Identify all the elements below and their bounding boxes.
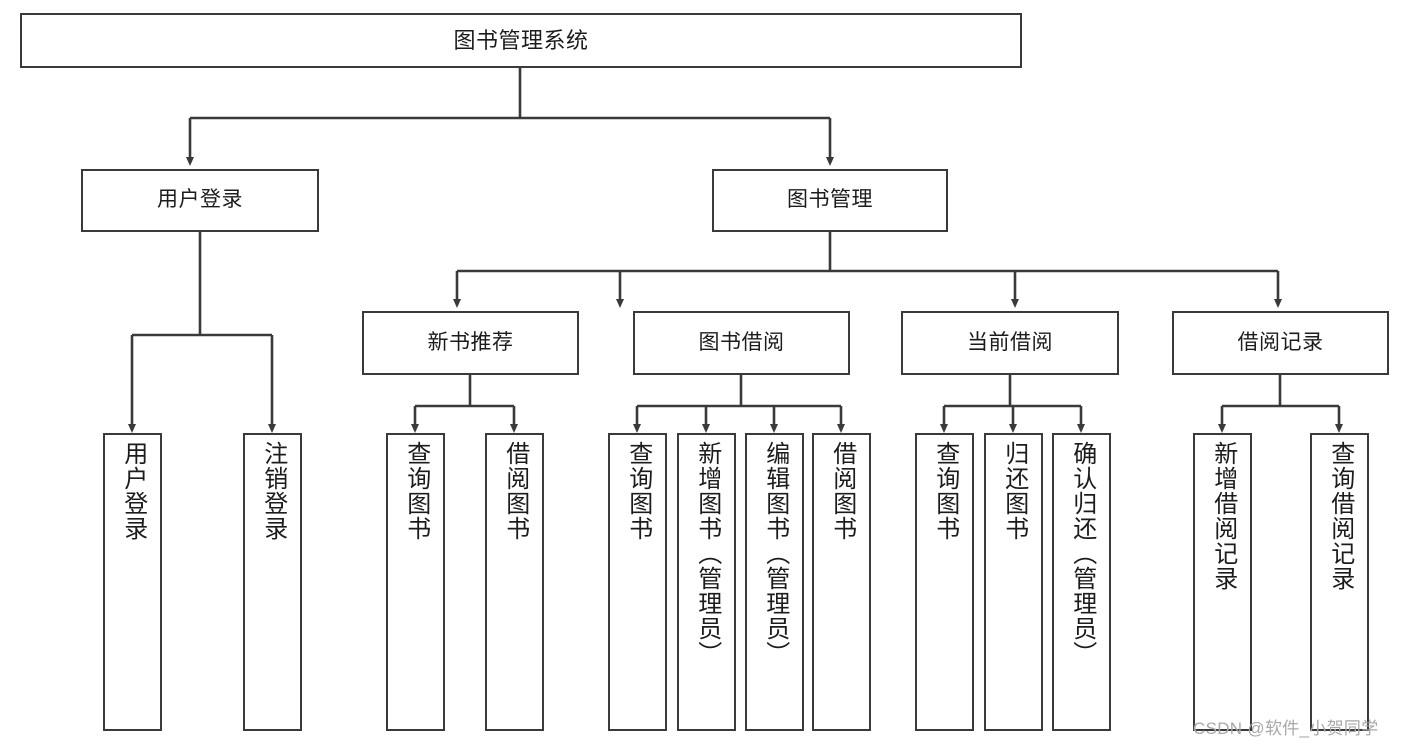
node-label: 查询图书 — [402, 441, 430, 541]
node-label: 借阅图书 — [828, 441, 856, 541]
node-label: 借阅图书 — [501, 441, 529, 541]
leaf-query-book-current[interactable]: 查询图书 — [915, 433, 974, 731]
node-label: 查询图书 — [624, 441, 652, 541]
node-current-borrow[interactable]: 当前借阅 — [901, 311, 1119, 375]
node-label: 查询借阅记录 — [1326, 441, 1354, 591]
leaf-confirm-return[interactable]: 确认归还（管理员） — [1052, 433, 1111, 731]
leaf-logout-login[interactable]: 注销登录 — [243, 433, 302, 731]
node-book-borrow[interactable]: 图书借阅 — [633, 311, 850, 375]
node-label: 用户登录 — [157, 188, 243, 212]
node-book-management[interactable]: 图书管理 — [712, 169, 948, 232]
leaf-return-book[interactable]: 归还图书 — [984, 433, 1043, 731]
node-new-book-recommend[interactable]: 新书推荐 — [362, 311, 579, 375]
node-label: 新增图书（管理员） — [693, 441, 721, 666]
leaf-borrow-book-recommend[interactable]: 借阅图书 — [485, 433, 544, 731]
node-label: 借阅记录 — [1237, 330, 1324, 354]
leaf-add-borrow-record[interactable]: 新增借阅记录 — [1193, 433, 1252, 731]
node-borrow-record[interactable]: 借阅记录 — [1172, 311, 1389, 375]
node-label: 查询图书 — [931, 441, 959, 541]
node-label: 归还图书 — [1000, 441, 1028, 541]
node-root-system[interactable]: 图书管理系统 — [20, 13, 1022, 68]
node-label: 用户登录 — [119, 441, 147, 541]
node-label: 注销登录 — [259, 441, 287, 541]
node-user-login[interactable]: 用户登录 — [81, 169, 319, 232]
leaf-query-book-borrow[interactable]: 查询图书 — [608, 433, 667, 731]
node-label: 确认归还（管理员） — [1068, 441, 1096, 666]
watermark-text: CSDN @软件_小贺同学 — [1193, 719, 1379, 738]
node-label: 图书借阅 — [698, 330, 785, 354]
leaf-query-book-recommend[interactable]: 查询图书 — [386, 433, 445, 731]
leaf-edit-book[interactable]: 编辑图书（管理员） — [745, 433, 804, 731]
leaf-borrow-book[interactable]: 借阅图书 — [812, 433, 871, 731]
node-label: 当前借阅 — [967, 330, 1053, 354]
leaf-add-book[interactable]: 新增图书（管理员） — [677, 433, 736, 731]
node-label: 新增借阅记录 — [1209, 441, 1237, 591]
leaf-query-borrow-record[interactable]: 查询借阅记录 — [1310, 433, 1369, 731]
node-label: 新书推荐 — [427, 330, 514, 354]
node-label: 图书管理 — [787, 188, 873, 212]
node-label: 图书管理系统 — [453, 27, 589, 53]
leaf-user-login[interactable]: 用户登录 — [103, 433, 162, 731]
node-label: 编辑图书（管理员） — [761, 441, 789, 666]
